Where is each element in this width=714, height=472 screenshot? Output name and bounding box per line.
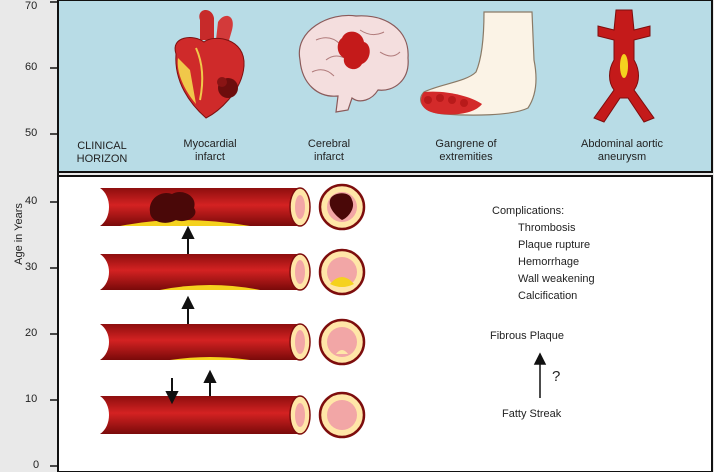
y-tick-60: 60 [25, 61, 38, 73]
cross-section-fibrous-plaque [318, 248, 366, 296]
y-axis-ticks [50, 1, 58, 467]
event-cerebral-infarct: Cerebral infarct [284, 138, 374, 164]
y-tick-0: 0 [33, 459, 40, 471]
fatty-to-fibrous-arrow [533, 352, 547, 398]
complication-item: Hemorrhage [518, 256, 580, 268]
y-tick-50: 50 [25, 127, 38, 139]
vessel-normal [100, 395, 311, 435]
heart-icon [174, 9, 245, 119]
complication-item: Calcification [518, 290, 578, 302]
brain-icon [298, 14, 409, 113]
cross-section-normal [318, 391, 366, 439]
event-label-line: Gangrene of [435, 138, 497, 150]
clinical-horizon-label: CLINICAL HORIZON [64, 140, 140, 166]
y-axis-label: Age in Years [13, 203, 25, 265]
event-abdominal-aortic-aneurysm: Abdominal aortic aneurysm [562, 138, 682, 164]
progression-arrows [165, 225, 217, 405]
event-label-line: infarct [195, 151, 225, 163]
complication-item: Wall weakening [518, 273, 595, 285]
fibrous-plaque-label: Fibrous Plaque [490, 330, 564, 342]
event-label-line: infarct [314, 151, 344, 163]
y-tick-30: 30 [25, 261, 38, 273]
event-label-line: Myocardial [183, 138, 237, 150]
cross-section-thrombus [318, 183, 366, 231]
y-tick-10: 10 [25, 393, 38, 405]
event-myocardial-infarct: Myocardial infarct [160, 138, 260, 164]
vessel-fibrous-plaque [100, 253, 311, 291]
complication-item: Plaque rupture [518, 239, 591, 251]
event-gangrene: Gangrene of extremities [416, 138, 516, 164]
event-label-line: Cerebral [307, 138, 351, 150]
aorta-icon [593, 9, 655, 123]
vessel-fatty-streak [100, 323, 311, 361]
complications-title: Complications: [492, 205, 565, 217]
y-tick-40: 40 [25, 195, 38, 207]
event-label-line: aneurysm [597, 151, 647, 163]
clinical-horizon-line-2: HORIZON [76, 153, 128, 165]
foot-icon [420, 11, 537, 116]
uncertainty-mark: ? [552, 368, 561, 385]
complication-item: Thrombosis [518, 222, 576, 234]
clinical-horizon-line-1: CLINICAL [77, 140, 127, 152]
event-label-line: extremities [439, 151, 493, 163]
vessel-thrombus [100, 187, 311, 227]
y-tick-70: 70 [25, 0, 38, 12]
cross-section-fatty-streak [318, 318, 366, 366]
fatty-streak-label: Fatty Streak [502, 408, 562, 420]
y-tick-20: 20 [25, 327, 38, 339]
event-label-line: Abdominal aortic [581, 138, 663, 150]
